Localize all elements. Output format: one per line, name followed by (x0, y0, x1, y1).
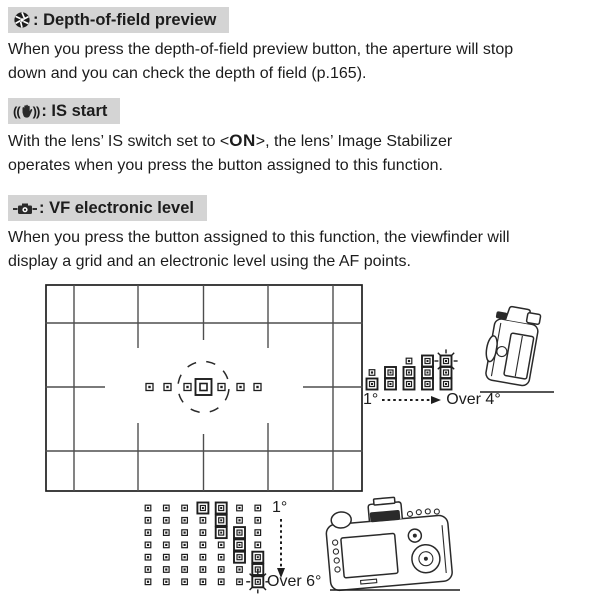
paragraph-vf: When you press the button assigned to th… (8, 226, 592, 274)
paragraph-vf-line1: When you press the button assigned to th… (8, 229, 510, 246)
is-line1-pre: With the lens’ IS switch set to < (8, 133, 230, 150)
dotted-down-arrow (277, 519, 285, 578)
h-level-to-label: Over 4° (446, 391, 501, 408)
vf-level-camera-icon (13, 201, 37, 216)
aperture-icon (13, 11, 31, 29)
paragraph-vf-line2: display a grid and an electronic level u… (8, 253, 411, 270)
paragraph-dof-line2: down and you can check the depth of fiel… (8, 65, 367, 82)
camera-side-view-illustration (480, 305, 554, 393)
v-level-to-label: Over 6° (267, 573, 322, 590)
v-level-from-label: 1° (272, 499, 288, 516)
af-points-row (145, 378, 262, 396)
text-content: : Depth-of-field preview When you press … (0, 0, 600, 274)
horizontal-level-af-cluster (365, 349, 458, 391)
paragraph-is: With the lens’ IS switch set to <ON>, th… (8, 129, 592, 178)
section-heading-is-start: (( )) : IS start (8, 98, 121, 124)
vf-electronic-level-diagram: 1° Over 4° 1° Over 6° (0, 278, 600, 607)
camera-back-view-illustration (325, 496, 460, 592)
horizontal-level-caption: 1° Over 4° (363, 391, 501, 409)
paragraph-is-line2: operates when you press the button assig… (8, 157, 443, 174)
is-icon-open-parens: (( (13, 103, 21, 119)
paragraph-is-line1: With the lens’ IS switch set to <ON>, th… (8, 129, 592, 154)
paragraph-dof-line1: When you press the depth-of-field previe… (8, 41, 514, 58)
dotted-right-arrow (382, 396, 442, 404)
h-level-from-label: 1° (363, 391, 379, 408)
section-heading-vf-level: : VF electronic level (8, 195, 207, 221)
is-icon-close-parens: )) (32, 103, 41, 119)
center-af-point (194, 378, 213, 396)
section-heading-dof-preview: : Depth-of-field preview (8, 7, 230, 33)
viewfinder-grid-illustration (45, 284, 363, 492)
on-switch-label: ON (229, 131, 256, 150)
is-hand-icon: (( )) (13, 103, 41, 119)
paragraph-dof: When you press the depth-of-field previe… (8, 38, 592, 86)
is-line1-post: >, the lens’ Image Stabilizer (255, 133, 453, 150)
vertical-level-af-cluster (144, 501, 270, 594)
